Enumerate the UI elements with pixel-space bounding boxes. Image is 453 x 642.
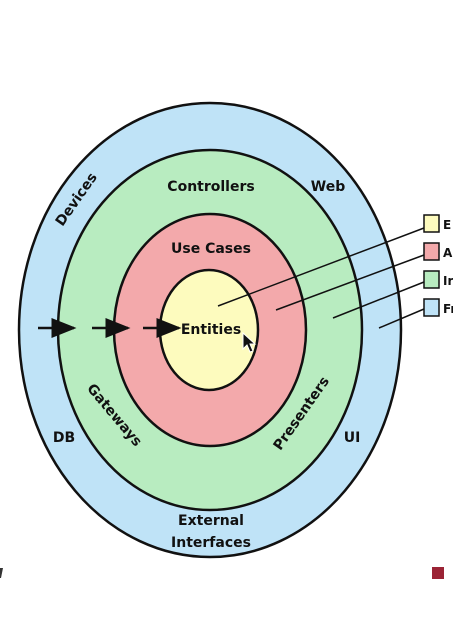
legend-label-frameworks: Fr: [443, 302, 453, 316]
legend-swatch-use-cases: [423, 242, 440, 261]
label-db: DB: [53, 430, 75, 446]
label-ui: UI: [344, 430, 361, 446]
leader-line-frameworks: [378, 308, 425, 329]
leader-line-use-cases: [275, 254, 425, 311]
legend-swatch-entities: [423, 214, 440, 233]
corner-fragment-left: [0, 568, 3, 578]
label-use-cases: Use Cases: [171, 241, 251, 257]
leader-line-adapters: [332, 281, 425, 319]
legend-label-use-cases: A: [443, 246, 453, 260]
label-web: Web: [311, 179, 345, 195]
label-external-line2: Interfaces: [171, 535, 251, 551]
corner-marker-right: [432, 567, 444, 579]
legend-label-entities: E: [443, 218, 451, 232]
mouse-cursor-icon: [242, 331, 257, 353]
legend-swatch-frameworks: [423, 298, 440, 317]
legend-label-adapters: Ir: [443, 274, 453, 288]
label-entities: Entities: [181, 322, 241, 338]
legend-swatch-adapters: [423, 270, 440, 289]
label-controllers: Controllers: [167, 179, 254, 195]
legend: E A Ir Fr: [423, 214, 453, 317]
leader-line-entities: [217, 227, 425, 307]
label-external-line1: External: [178, 513, 244, 529]
